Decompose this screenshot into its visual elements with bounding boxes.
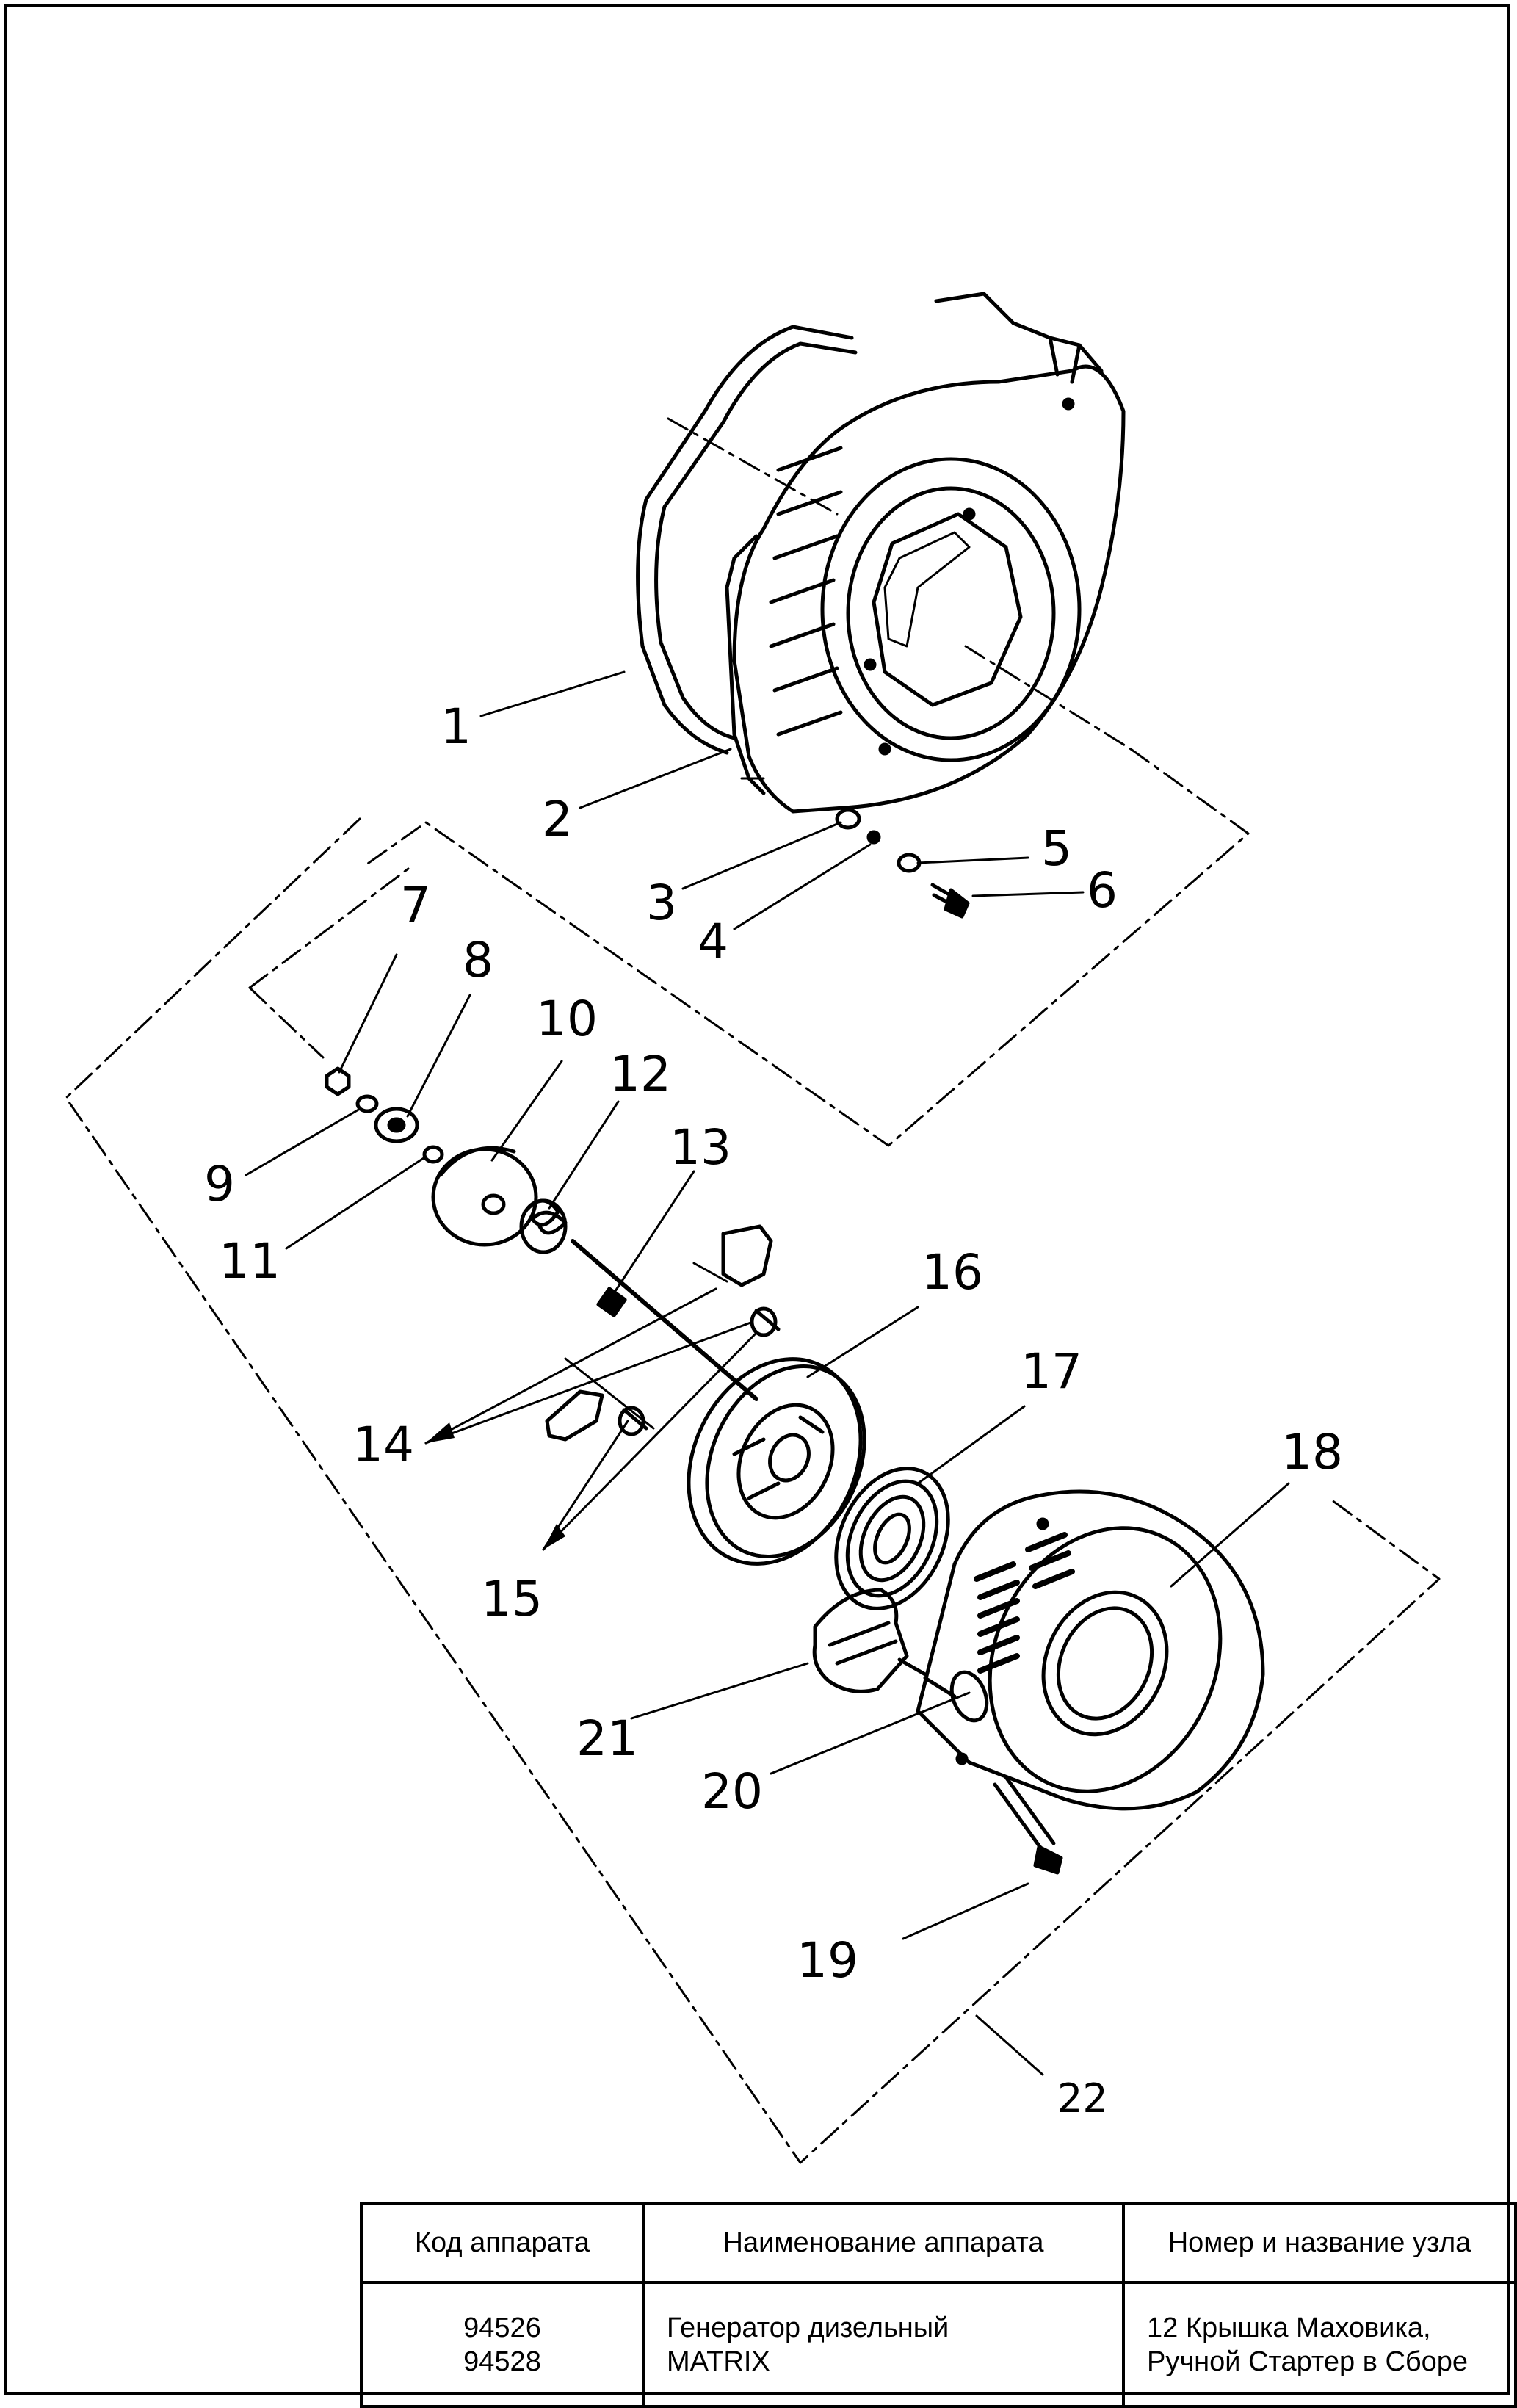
ratchets <box>545 1224 781 1442</box>
callout-12: 12 <box>609 1046 671 1102</box>
return-spring <box>519 1198 758 1401</box>
exploded-parts-diagram: 1 2 3 4 5 6 7 8 9 10 11 12 13 14 15 16 1… <box>65 292 1441 2164</box>
friction-plate <box>431 1146 538 1247</box>
callout-13: 13 <box>670 1119 731 1176</box>
reel-pulley <box>687 1357 866 1566</box>
device-name: Генератор дизельный MATRIX <box>642 2281 1125 2408</box>
assembly-name: 12 Крышка Маховика, Ручной Стартер в Сбо… <box>1122 2281 1517 2408</box>
callout-20: 20 <box>701 1763 763 1820</box>
callout-18: 18 <box>1281 1424 1343 1480</box>
header-assembly: Номер и название узла <box>1122 2202 1517 2284</box>
title-block-table: Код аппарата Наименование аппарата Номер… <box>360 2202 1517 2408</box>
callout-10: 10 <box>536 991 598 1047</box>
callout-22: 22 <box>1057 2075 1108 2122</box>
callout-1: 1 <box>441 698 471 755</box>
callout-3: 3 <box>646 875 677 931</box>
title-block-header-row: Код аппарата Наименование аппарата Номер… <box>360 2202 1517 2284</box>
callout-17: 17 <box>1021 1343 1082 1400</box>
leader-lines <box>245 670 1290 2076</box>
callout-8: 8 <box>463 932 493 988</box>
flywheel-cover <box>636 292 1132 814</box>
callout-5: 5 <box>1041 820 1072 877</box>
callout-19: 19 <box>797 1932 858 1989</box>
callout-11: 11 <box>219 1233 280 1290</box>
callout-2: 2 <box>542 791 573 847</box>
header-device-code: Код аппарата <box>360 2202 645 2284</box>
callout-14: 14 <box>352 1417 414 1473</box>
callout-21: 21 <box>576 1710 638 1767</box>
callout-6: 6 <box>1087 862 1118 919</box>
callout-9: 9 <box>204 1156 235 1212</box>
hub-fasteners <box>325 1066 444 1164</box>
title-block-data-row: 94526 94528 Генератор дизельный MATRIX 1… <box>360 2281 1517 2408</box>
header-device-name: Наименование аппарата <box>642 2202 1125 2284</box>
callout-7: 7 <box>400 877 431 933</box>
starter-case <box>916 1489 1265 1811</box>
case-screw <box>993 1775 1063 1875</box>
callout-15: 15 <box>481 1571 543 1627</box>
callout-16: 16 <box>922 1244 983 1301</box>
callout-4: 4 <box>698 914 728 970</box>
starter-handle <box>812 1588 989 1723</box>
device-codes: 94526 94528 <box>360 2281 645 2408</box>
spiral-spring <box>834 1467 950 1610</box>
cover-fasteners <box>835 808 970 919</box>
